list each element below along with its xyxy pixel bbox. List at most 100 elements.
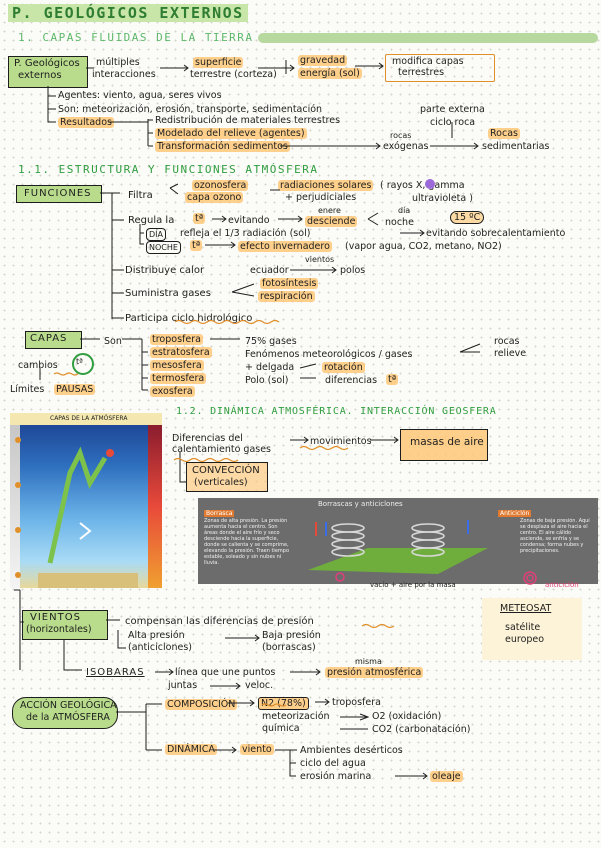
oleaje-text: oleaje (430, 771, 463, 782)
co2-text: CO2 (carbonatación) (372, 724, 471, 735)
noche-label: NOCHE (146, 241, 181, 254)
dia-text: día (398, 206, 411, 215)
conveccion-box (186, 462, 268, 492)
estratosfera-text: estratosfera (150, 347, 212, 358)
meteosat-note (482, 598, 582, 660)
polos-text: polos (340, 265, 366, 276)
temp-badge: 15 ºC (450, 211, 485, 224)
vientos-box (22, 610, 108, 640)
accion-label-1: ACCIÓN GEOLÓGICA (20, 700, 117, 711)
suministra-text: Suministra gases (125, 288, 211, 299)
t-symbol-2: tª (190, 240, 203, 251)
quimica-text: química (262, 723, 300, 734)
result-text-2: terrestres (398, 67, 445, 78)
enere-text: enere (318, 206, 341, 215)
son-text: Son: meteorización, erosión, transporte,… (58, 104, 323, 115)
energia-text: energía (sol) (298, 68, 362, 79)
transformacion-text: Transformación sedimentos (155, 141, 290, 152)
accion-box (12, 697, 118, 729)
isobaras-label: ISOBARAS (86, 667, 145, 678)
redistribucion-text: Redistribución de materiales terrestres (155, 115, 341, 126)
capa-ozono-text: capa ozono (185, 192, 244, 203)
delgada-text: + delgada (245, 362, 295, 373)
misma-text: misma (355, 657, 382, 666)
borrasca-tag: Borrasca (204, 510, 235, 517)
verticales-text: (verticales) (194, 477, 248, 488)
distribuye-text: Distribuye calor (125, 265, 205, 276)
ultravioleta-text: ultravioleta ) (412, 193, 473, 204)
conveccion-text: CONVECCIÓN (192, 465, 260, 476)
erosion-text: erosión marina (300, 771, 372, 782)
agentes-text: Agentes: viento, agua, seres vivos (58, 90, 222, 101)
rayos-text: ( rayos X, gamma (380, 180, 465, 191)
left-scale-strip (10, 425, 20, 588)
p-geologicos-label: P. Geológicos (14, 58, 80, 69)
funciones-label: FUNCIONES (24, 188, 92, 199)
page-title: P. GEOLÓGICOS EXTERNOS (8, 4, 248, 22)
respiracion-text: respiración (258, 291, 315, 302)
evitando-sobre-text: evitando sobrecalentamiento (426, 228, 566, 239)
t-symbol-1: tª (193, 213, 206, 224)
rocas-text-2: rocas (494, 336, 520, 347)
rocas-text: Rocas (488, 128, 520, 139)
dia-label: DÍA (146, 228, 166, 241)
atmosphere-layers-diagram: CAPAS DE LA ATMÓSFERA (10, 413, 162, 588)
modelado-text: Modelado del relieve (agentes) (155, 128, 307, 139)
horizontales-label: (horizontales) (26, 624, 92, 635)
x-marker (425, 179, 435, 189)
photo-title: Borrascas y anticiclones (318, 500, 403, 508)
ciclo-roca-text: ciclo roca (430, 117, 476, 128)
composicion-text: COMPOSICIÓN (165, 699, 238, 710)
p-geologicos-box (8, 56, 88, 88)
section12-title: 1.2. DINÁMICA ATMOSFÉRICA. INTERACCIÓN G… (176, 406, 497, 417)
gases75-text: 75% gases (245, 336, 297, 347)
baja-text: Baja presión (262, 630, 321, 641)
fotosintesis-text: fotosíntesis (260, 278, 319, 289)
multiples-text: múltiples (96, 57, 140, 68)
red-temperature-strip (148, 425, 162, 588)
result-text-1: modifica capas (392, 56, 464, 67)
o2-text: O2 (oxidación) (372, 711, 442, 722)
juntas-text: juntas (168, 680, 198, 691)
dinamica-text: DINÁMICA (165, 744, 217, 755)
interacciones-text: interacciones (92, 69, 156, 80)
diferencias-calentamiento-2: calentamiento gases (172, 444, 272, 455)
mesosfera-text: mesosfera (150, 360, 204, 371)
diferencias-calentamiento-1: Diferencias del (172, 433, 243, 444)
n2-text: N2 (78%) (258, 697, 309, 710)
t-symbol-3: tª (386, 374, 399, 385)
sedimentarias-text: sedimentarias (482, 141, 550, 152)
masas-text: masas de aire (410, 436, 484, 448)
capas-son-text: Son (104, 336, 122, 347)
noche-text: noche (385, 217, 414, 228)
meteosat-title: METEOSAT (500, 603, 552, 614)
funciones-box (16, 185, 102, 203)
masas-box (400, 429, 488, 461)
compensan-text: compensan las diferencias de presión (125, 616, 314, 627)
anticiclon-pink-text: anticiclón (545, 581, 579, 589)
movimientos-text: movimientos (310, 436, 372, 447)
refleja-text: refleja el 1/3 radiación (sol) (180, 228, 311, 239)
anticiclon-desc: Zonas de baja presión. Aquí se desplaza … (520, 518, 590, 554)
resultados-text: Resultados (58, 117, 114, 128)
ozonosfera-text: ozonosfera (192, 180, 249, 191)
meteosat-line2: satélite (505, 622, 541, 633)
gravedad-text: gravedad (298, 55, 348, 66)
pausas-text: PAUSAS (54, 384, 96, 395)
superficie-text: superficie (193, 57, 244, 68)
limites-text: Límites (10, 384, 45, 395)
gases-list-text: (vapor agua, CO2, metano, NO2) (345, 241, 502, 252)
anticiclon-tag: Anticiclón (498, 510, 532, 517)
vacio-text: vacío + aire por la masa (370, 581, 456, 589)
participa-text: Participa ciclo hidrológico (125, 313, 253, 324)
rotacion-text: rotación (322, 362, 365, 373)
result-box (385, 54, 495, 82)
section11-title: 1.1. ESTRUCTURA Y FUNCIONES ATMÓSFERA (18, 163, 319, 176)
veloc-text: veloc. (245, 680, 274, 691)
exosfera-text: exosfera (150, 386, 195, 397)
desciende-text: desciende (305, 216, 358, 227)
regula-text: Regula la (128, 215, 175, 226)
vientos-label: VIENTOS (30, 612, 81, 623)
rocas-small-text: rocas (390, 131, 412, 140)
presion-atm-text: presión atmosférica (325, 667, 424, 678)
